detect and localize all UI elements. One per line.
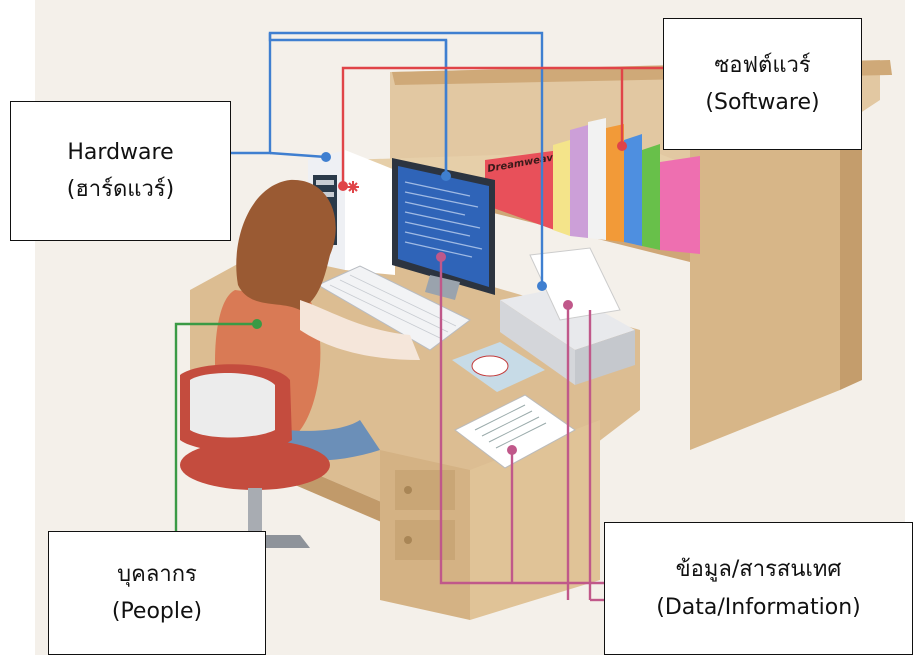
software-connector-dots: [338, 141, 627, 191]
people-connector-dots: [252, 319, 262, 329]
hardware-label-th: (ฮาร์ดแวร์): [66, 177, 175, 202]
hardware-label-box: Hardware (ฮาร์ดแวร์): [10, 101, 231, 241]
data-connector-lines: [439, 257, 604, 602]
monitor: [392, 158, 495, 300]
people-label-th: บุคลากร: [117, 561, 197, 587]
mouse: [452, 342, 545, 392]
asterisk-mark: [347, 181, 359, 193]
software-label-en: (Software): [705, 90, 820, 115]
book-coreldraw: [606, 124, 624, 242]
book-3dsmax: [588, 118, 606, 240]
book-visual-basic: [553, 140, 570, 236]
data-label-en: (Data/Information): [656, 594, 861, 620]
data-connector-dots: [436, 252, 573, 455]
software-label-box: ซอฟต์แวร์ (Software): [663, 18, 862, 150]
software-label-th: ซอฟต์แวร์: [714, 52, 811, 78]
paper-sheet: [454, 394, 576, 469]
software-connector-lines: [341, 66, 663, 186]
book-pagemaker: [642, 144, 660, 250]
data-label-th: ข้อมูล/สารสนเทศ: [675, 557, 842, 583]
hardware-connector-dots: [321, 152, 547, 291]
hardware-connector-lines: [231, 31, 544, 286]
book-pascal: [570, 125, 588, 238]
people-label-box: บุคลากร (People): [48, 531, 266, 655]
book-illustrator: [624, 134, 642, 246]
hardware-label-en: Hardware: [67, 139, 174, 165]
keyboard: [316, 265, 471, 351]
data-label-box: ข้อมูล/สารสนเทศ (Data/Information): [604, 522, 913, 655]
people-label-en: (People): [111, 599, 203, 624]
book-office: [660, 156, 700, 254]
